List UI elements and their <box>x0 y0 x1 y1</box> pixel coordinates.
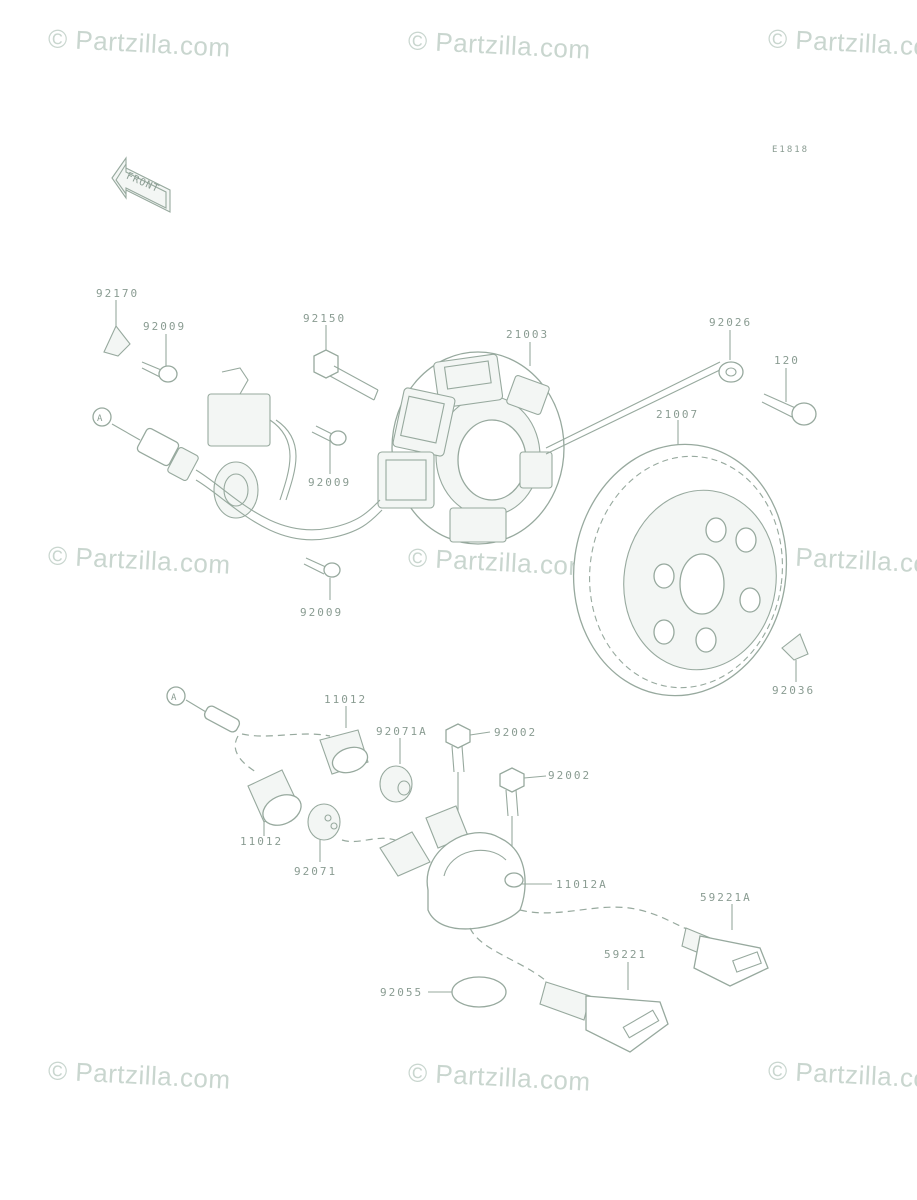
part-59221A-connector[interactable] <box>681 904 769 987</box>
part-92009-screw-mid[interactable] <box>311 425 347 474</box>
label-11012-upper: 11012 <box>324 693 367 706</box>
wire-to-59221A <box>519 906 701 935</box>
ref-marker-a-circle-lower <box>166 686 186 706</box>
ref-marker-a-lower: A <box>171 693 177 703</box>
label-92009-low: 92009 <box>300 606 343 619</box>
part-11012A-housing[interactable] <box>379 805 552 930</box>
label-21007: 21007 <box>656 408 699 421</box>
part-21003-stator[interactable] <box>377 342 725 545</box>
ref-marker-a: A <box>97 414 103 424</box>
part-92009-screw-low[interactable] <box>303 557 341 600</box>
label-21003: 21003 <box>506 328 549 341</box>
part-92170-clip[interactable] <box>103 300 131 357</box>
wire-to-59221 <box>469 927 546 981</box>
label-92002-a: 92002 <box>494 726 537 739</box>
front-arrow-icon: FRONT <box>111 156 171 213</box>
part-21007-flywheel[interactable] <box>557 420 802 710</box>
part-92036-key[interactable] <box>781 633 809 682</box>
label-92150: 92150 <box>303 312 346 325</box>
part-11012-cap-lower[interactable] <box>247 769 306 836</box>
label-92009-mid: 92009 <box>308 476 351 489</box>
part-92055-oring[interactable] <box>428 976 507 1008</box>
label-59221A: 59221A <box>700 891 752 904</box>
part-harness[interactable] <box>111 367 383 541</box>
label-92055: 92055 <box>380 986 423 999</box>
label-92071: 92071 <box>294 865 337 878</box>
part-92071-grommet[interactable] <box>307 803 341 862</box>
part-92026-washer[interactable] <box>718 330 744 383</box>
label-92071A: 92071A <box>376 725 428 738</box>
part-lower-wire[interactable] <box>185 699 401 843</box>
part-11012-cap-upper[interactable] <box>319 706 371 777</box>
part-92071A-grommet[interactable] <box>379 738 413 803</box>
part-92150-bolt[interactable] <box>313 325 379 401</box>
label-92002-b: 92002 <box>548 769 591 782</box>
part-59221-connector[interactable] <box>539 962 669 1053</box>
label-92036: 92036 <box>772 684 815 697</box>
label-120: 120 <box>774 354 800 367</box>
label-92170: 92170 <box>96 287 139 300</box>
label-92009: 92009 <box>143 320 186 333</box>
label-92026: 92026 <box>709 316 752 329</box>
part-92002-bolt-a[interactable] <box>445 723 491 818</box>
part-92009-screw[interactable] <box>141 334 178 383</box>
ref-marker-a-circle <box>92 407 112 427</box>
part-120-bolt[interactable] <box>761 368 817 426</box>
diagram-code: E1818 <box>772 145 809 155</box>
label-59221: 59221 <box>604 948 647 961</box>
label-11012A: 11012A <box>556 878 608 891</box>
label-11012-lower: 11012 <box>240 835 283 848</box>
